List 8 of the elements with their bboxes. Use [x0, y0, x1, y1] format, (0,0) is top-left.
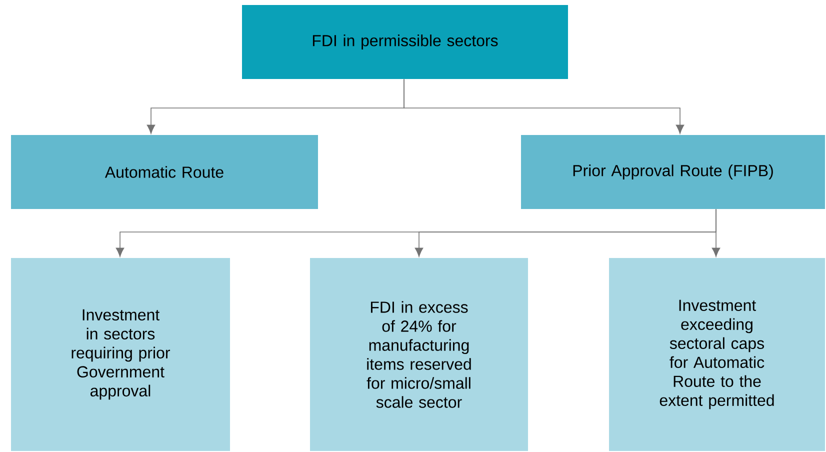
process-box: Prior Approval Route (FIPB): [521, 135, 826, 209]
process-box: FDI in excess of 24% for manufacturing items reserved for micro/small scale sector: [310, 258, 528, 451]
process-box: Automatic Route: [11, 135, 318, 209]
arrow: [404, 78, 684, 134]
process-box: Investment in sectors requiring prior Government approval: [11, 258, 230, 451]
arrow: [712, 208, 720, 257]
process-box: Investment exceeding sectoral caps for Automatic Route to the extent permitted: [609, 258, 826, 451]
process-box: FDI in permissible sectors: [242, 5, 568, 79]
